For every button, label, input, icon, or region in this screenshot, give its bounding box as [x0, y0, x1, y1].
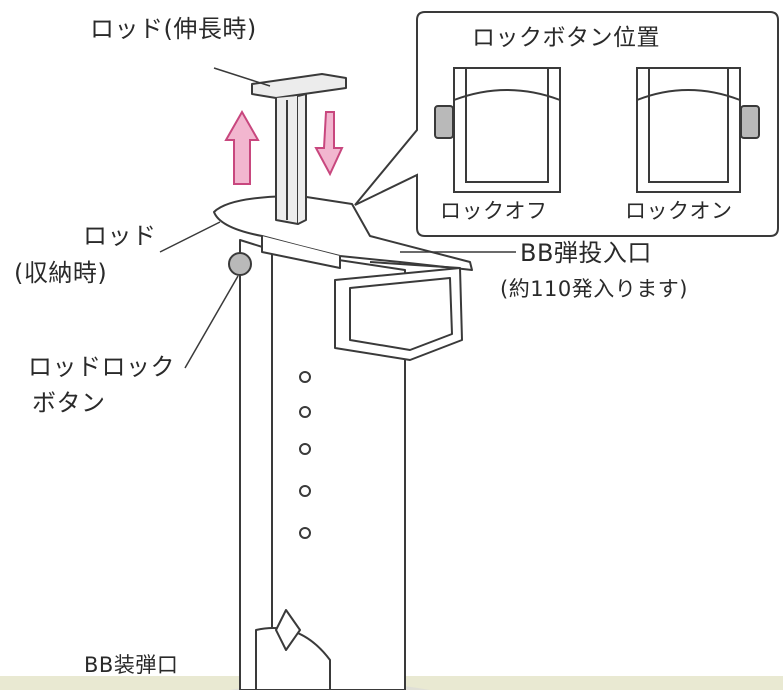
body-holes	[299, 371, 311, 539]
rod-stored-label: ロッド	[83, 222, 157, 250]
rod-stored-sub-label: (収納時)	[14, 259, 108, 287]
magazine-body	[213, 195, 473, 690]
lock-off-label: ロックオフ	[440, 199, 548, 223]
arrow-down-icon	[314, 111, 344, 177]
inset-title: ロックボタン位置	[472, 25, 660, 51]
bb-loading-port-label: BB装弾口	[84, 653, 179, 677]
rod-lock-button-icon	[228, 252, 252, 276]
leader-lines	[159, 67, 516, 369]
bb-inlet-capacity-label: (約110発入ります)	[500, 277, 688, 301]
arrow-up-icon	[224, 109, 260, 185]
lock-on-button-icon	[740, 105, 760, 139]
rod-lock-label: ロッドロック	[28, 353, 175, 381]
rod-extended	[251, 73, 347, 225]
rod-extended-label: ロッド(伸長時)	[90, 15, 257, 43]
lock-on-label: ロックオン	[625, 199, 733, 223]
lock-position-inset	[354, 11, 779, 237]
bb-inlet-label: BB弾投入口	[520, 239, 652, 267]
rod-lock-sub-label: ボタン	[32, 389, 106, 417]
lock-off-button-icon	[434, 105, 454, 139]
